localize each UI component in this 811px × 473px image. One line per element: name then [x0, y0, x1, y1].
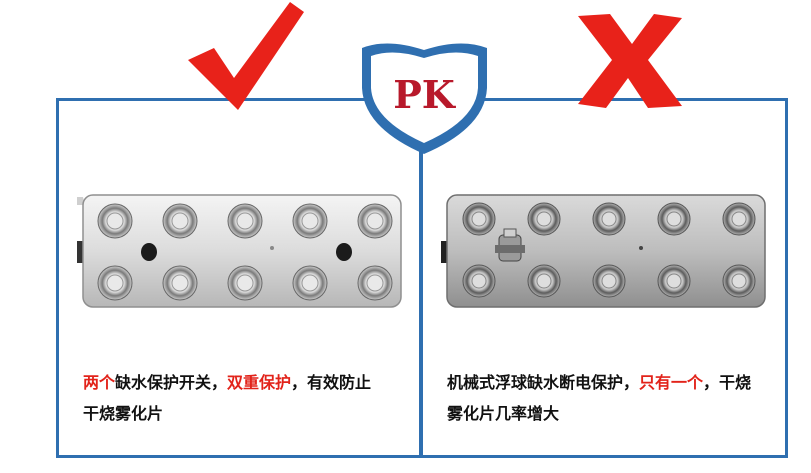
right-description: 机械式浮球缺水断电保护，只有一个，干烧 雾化片几率增大 [447, 367, 767, 429]
float-switch [495, 228, 525, 262]
left-description: 两个缺水保护开关，双重保护，有效防止 干烧雾化片 [83, 367, 403, 429]
x-mark-icon [578, 14, 682, 108]
desc-text: ，有效防止 [291, 373, 372, 392]
pk-shield-badge: PK [362, 43, 487, 154]
desc-text: 缺水保护开关， [115, 373, 228, 392]
desc-highlight-dual: 双重保护 [227, 373, 292, 392]
ten-head-atomizer-with-float-switch [441, 194, 766, 308]
left-comparison-panel: 两个缺水保护开关，双重保护，有效防止 干烧雾化片 [56, 98, 422, 458]
desc-text: 机械式浮球缺水断电保护， [447, 373, 640, 392]
desc-text: ，干烧 [703, 373, 752, 392]
ten-head-atomizer-with-dual-switches [77, 194, 402, 308]
desc-highlight-only-one: 只有一个 [639, 373, 704, 392]
desc-text: 雾化片几率增大 [447, 404, 560, 423]
water-level-switches [141, 243, 352, 261]
desc-highlight-two: 两个 [83, 373, 116, 392]
badge-text: PK [393, 72, 457, 117]
check-mark-icon [188, 2, 304, 110]
desc-text: 干烧雾化片 [83, 404, 164, 423]
right-comparison-panel: 机械式浮球缺水断电保护，只有一个，干烧 雾化片几率增大 [420, 98, 788, 458]
